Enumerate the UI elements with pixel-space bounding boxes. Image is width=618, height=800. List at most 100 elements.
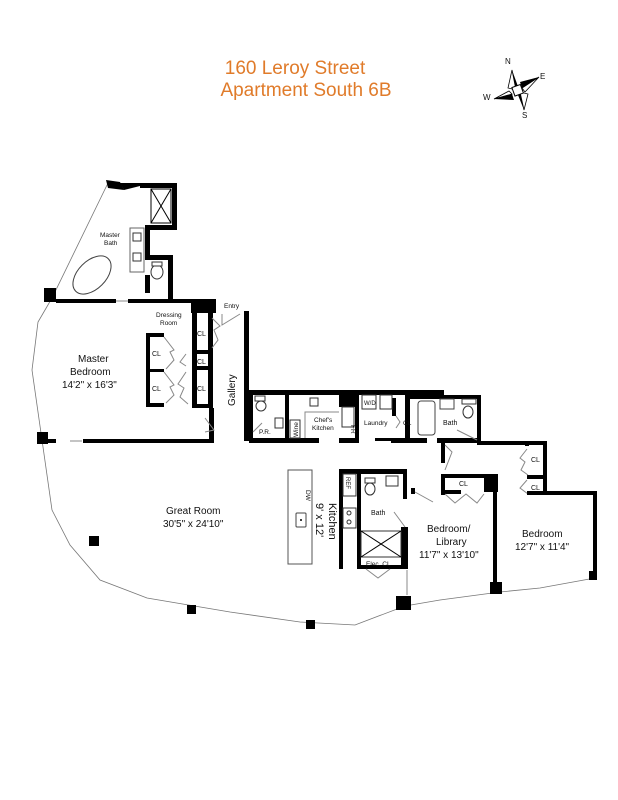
- plan-element: [357, 472, 361, 568]
- plan-element: [179, 353, 187, 367]
- plan-element: [192, 366, 212, 370]
- closet-label: CL: [152, 351, 161, 358]
- kitchen-dims: 9' x 12': [313, 503, 325, 537]
- wall: [191, 299, 216, 313]
- wall: [56, 299, 116, 303]
- plan-element: [342, 473, 357, 497]
- closet-label: CL: [197, 359, 206, 366]
- plan-element: [360, 530, 402, 558]
- plan-element: [72, 255, 112, 295]
- compass-rose-icon: N E S W: [483, 57, 545, 120]
- plan-element: [304, 411, 339, 438]
- great-room-dims: 30'5" x 24'10": [163, 519, 224, 530]
- plan-element: [393, 511, 406, 528]
- master-bath-label-1: Master: [100, 232, 121, 239]
- plan-element: [221, 313, 241, 326]
- plan-element: [519, 91, 529, 111]
- plan-element: [146, 369, 164, 372]
- entry-label: Entry: [224, 303, 240, 310]
- plan-element: [306, 620, 315, 629]
- plan-element: [209, 408, 214, 442]
- compass-e-label: E: [540, 72, 545, 81]
- plan-element: [462, 405, 474, 419]
- plan-element: [379, 394, 393, 410]
- closet-label: CL: [403, 420, 412, 427]
- plan-element: [364, 482, 376, 496]
- plan-element: [309, 397, 319, 407]
- compass-n-label: N: [505, 57, 511, 66]
- plan-element: [208, 313, 213, 408]
- plan-element: [477, 441, 547, 445]
- fridge-label: FR: [349, 425, 356, 434]
- plan-element: [150, 188, 172, 224]
- bedroom-library-label-2: Library: [436, 537, 467, 548]
- plan-element: [405, 396, 410, 441]
- master-bedroom-dims: 14'2" x 16'3": [62, 380, 117, 391]
- bedroom-hall: CL CL: [441, 441, 597, 578]
- plan-element: [356, 390, 440, 395]
- bedroom-library-label-1: Bedroom/: [427, 524, 471, 535]
- plan-element: [365, 568, 391, 579]
- plan-element: [31, 182, 596, 626]
- washer-dryer-label: W/D: [364, 401, 376, 407]
- service-core: P.R. Wine Chef's Kitchen FR W/D Laundry …: [249, 390, 481, 443]
- chefs-kitchen-label-2: Kitchen: [312, 425, 334, 432]
- plan-element: [168, 255, 173, 303]
- building-address: 160 Leroy Street: [224, 58, 366, 79]
- plan-element: [375, 438, 391, 441]
- plan-element: [392, 398, 396, 416]
- plan-element: [172, 183, 177, 225]
- plan-element: [192, 350, 212, 354]
- closet-label: CL: [459, 481, 468, 488]
- plan-element: [249, 438, 319, 443]
- hall-bath-label: Bath: [443, 420, 458, 427]
- closet-label: CL: [531, 485, 540, 492]
- kitchen-island: DW: [287, 469, 313, 565]
- wine-label: Wine: [293, 422, 300, 437]
- plan-element: [145, 225, 177, 230]
- plan-element: [461, 398, 477, 405]
- plan-element: [300, 519, 302, 521]
- plan-element: [493, 90, 513, 100]
- wall: [128, 299, 208, 303]
- plan-element: [89, 536, 99, 546]
- apartment-name: Apartment South 6B: [220, 80, 392, 101]
- great-room-label: Great Room: [166, 506, 220, 517]
- plan-element: [395, 415, 401, 429]
- plan-element: [249, 390, 253, 442]
- plan-element: [477, 395, 481, 442]
- plan-element: [140, 183, 176, 188]
- plan-element: [519, 448, 529, 476]
- plan-element: [527, 491, 597, 495]
- plan-element: [339, 393, 359, 407]
- dishwasher-label: DW: [304, 490, 311, 502]
- plan-element: [44, 288, 56, 302]
- compass-s-label: S: [522, 111, 527, 120]
- plan-element: [150, 264, 164, 280]
- plan-element: [401, 527, 408, 569]
- gallery: Entry Gallery: [204, 303, 249, 442]
- compass-w-label: W: [483, 93, 491, 102]
- plan-element: [151, 261, 163, 267]
- dressing-room-label-2: Room: [160, 320, 177, 327]
- closet-label: CL: [531, 457, 540, 464]
- bedroom-library: CL Bedroom/ Library 11'7" x 13'10": [411, 474, 498, 584]
- plan-element: [187, 605, 196, 614]
- closet-label: CL: [197, 331, 206, 338]
- powder-room-label: P.R.: [259, 429, 271, 436]
- plan-element: [106, 180, 124, 190]
- plan-element: [120, 183, 140, 190]
- master-bath: Master Bath: [72, 183, 177, 303]
- plan-element: [37, 432, 48, 444]
- kitchen-bath-block: REF Bath Elec. CL: [339, 469, 408, 595]
- plan-element: [444, 444, 453, 471]
- plan-element: [357, 565, 407, 569]
- kitchen-label: Kitchen: [326, 503, 338, 540]
- plan-element: [44, 439, 56, 443]
- plan-element: [342, 507, 357, 529]
- plan-element: [145, 255, 172, 260]
- plan-element: [355, 393, 359, 441]
- plan-element: [543, 441, 547, 493]
- plan-element: [249, 390, 444, 395]
- plan-element: [146, 403, 164, 407]
